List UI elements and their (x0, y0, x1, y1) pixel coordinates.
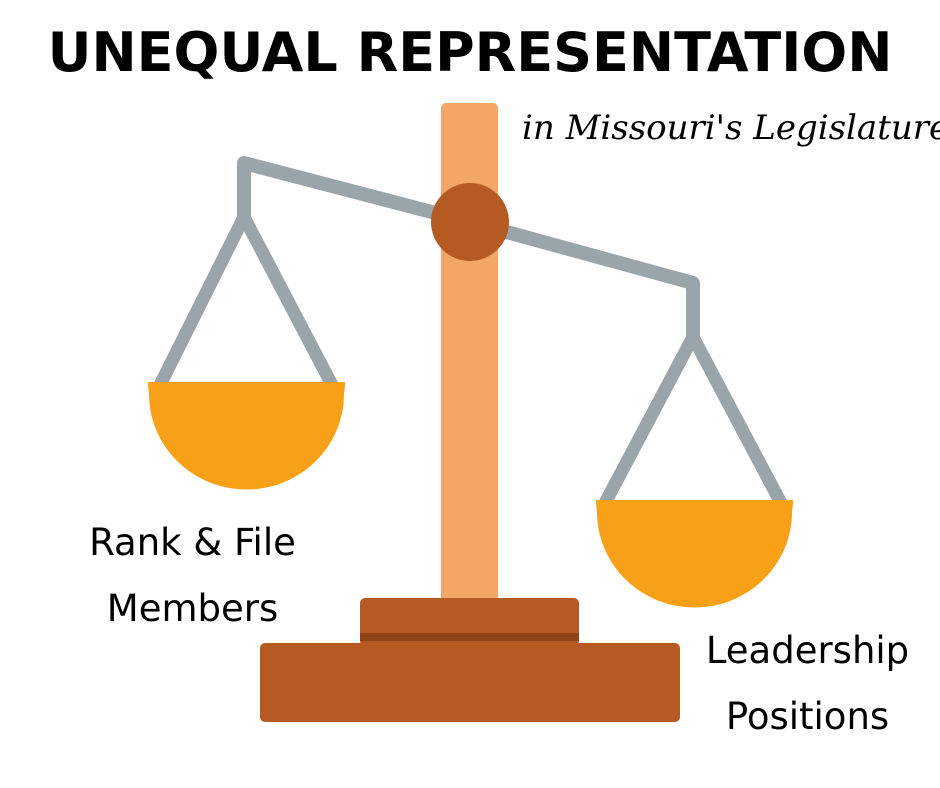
scale-pillar (441, 103, 498, 613)
scale-base-groove (360, 633, 579, 641)
left-pan (148, 382, 345, 490)
right-pan-strings (599, 323, 787, 507)
page-title: UNEQUAL REPRESENTATION (47, 21, 893, 84)
page-subtitle: in Missouri's Legislature (522, 108, 940, 148)
scale-base-lower (260, 643, 680, 722)
left-pan-label-line2: Members (106, 587, 279, 630)
left-pan-label-line1: Rank & File (89, 521, 296, 564)
right-pan-label-line1: Leadership (705, 629, 910, 672)
scale-pivot (431, 183, 509, 261)
left-pan-strings (154, 202, 338, 389)
right-pan (596, 500, 793, 608)
left-pan-label: Rank & File Members (60, 510, 325, 642)
right-pan-label: Leadership Positions (680, 618, 935, 750)
right-pan-label-line2: Positions (725, 695, 890, 738)
